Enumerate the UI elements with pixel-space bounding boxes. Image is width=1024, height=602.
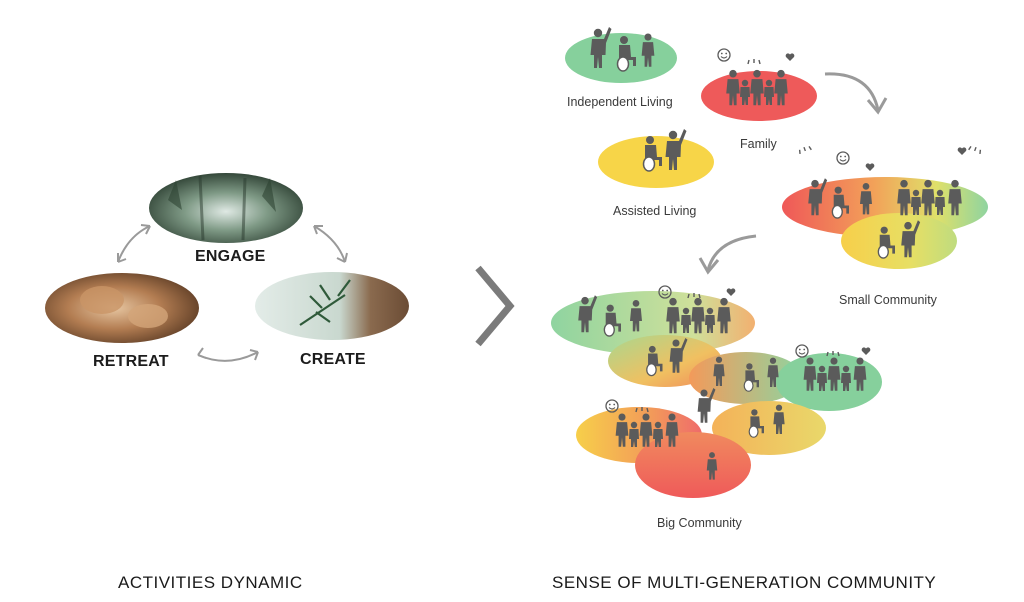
activity-create-photo	[255, 272, 409, 340]
heart-icon	[785, 53, 795, 61]
bidirectional-arrow-icon	[313, 225, 348, 263]
activity-engage-photo	[149, 173, 303, 243]
activity-label-create: CREATE	[300, 351, 366, 368]
activity-label-retreat: RETREAT	[93, 353, 169, 370]
group-label-family: Family	[740, 137, 777, 151]
group-big-community	[551, 285, 882, 498]
group-label-small-community: Small Community	[839, 293, 937, 307]
group-label-independent-living: Independent Living	[567, 95, 673, 109]
activity-retreat-photo	[45, 273, 199, 343]
group-family	[701, 48, 817, 121]
bidirectional-arrow-icon	[117, 224, 151, 263]
group-small-community	[782, 144, 988, 269]
group-assisted-living	[598, 129, 714, 188]
group-label-big-community: Big Community	[657, 516, 742, 530]
group-independent-living	[565, 27, 677, 83]
title-multi-generation-community: SENSE OF MULTI-GENERATION COMMUNITY	[552, 573, 937, 592]
chevron-right-icon	[475, 265, 515, 347]
group-label-assisted-living: Assisted Living	[613, 204, 697, 218]
title-activities-dynamic: ACTIVITIES DYNAMIC	[118, 573, 303, 592]
curved-arrow-icon	[824, 72, 888, 115]
curved-arrow-icon	[698, 234, 757, 275]
bidirectional-arrow-icon	[197, 347, 259, 362]
activity-label-engage: ENGAGE	[195, 248, 266, 265]
smiley-icon	[717, 48, 731, 62]
